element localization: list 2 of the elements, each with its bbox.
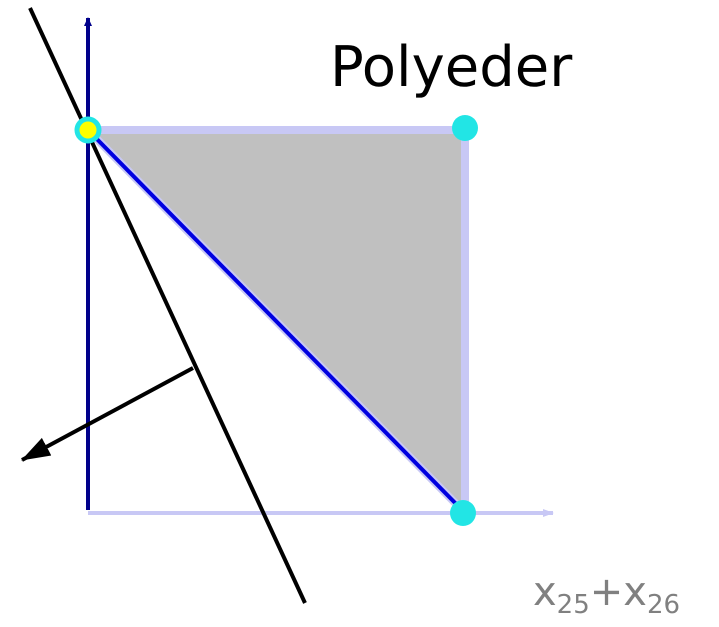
- title-label: Polyeder: [330, 40, 572, 96]
- axis-label: x$_{25}$+x$_{26}$: [533, 572, 680, 618]
